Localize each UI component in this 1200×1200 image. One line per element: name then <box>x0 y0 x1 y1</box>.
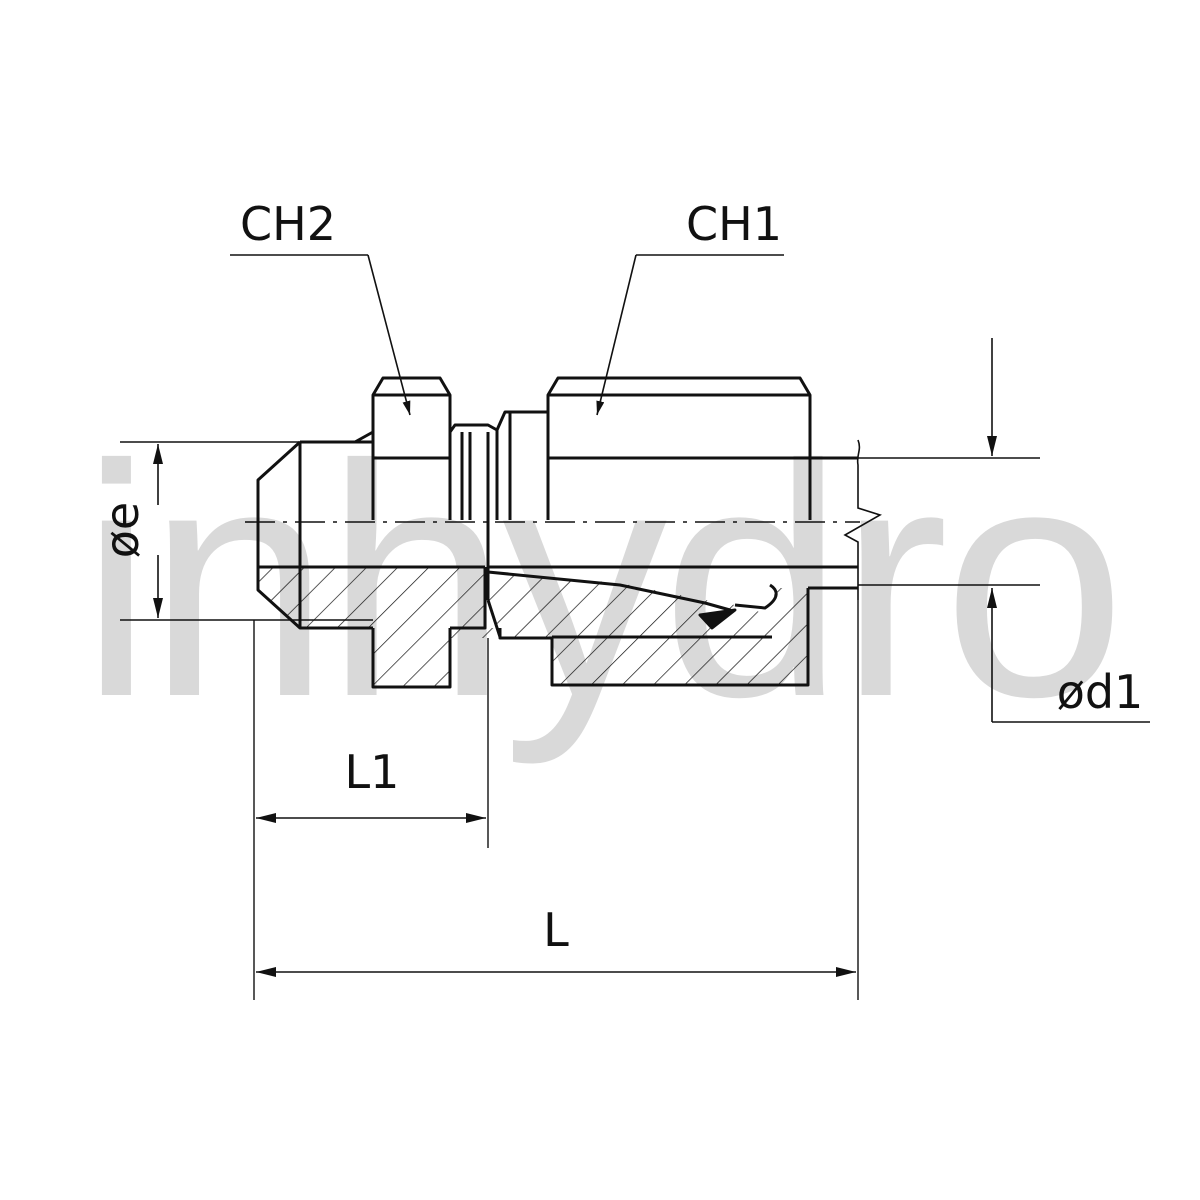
label-phi-e: øe <box>95 502 149 558</box>
label-phi-d1: ød1 <box>1057 665 1144 719</box>
fitting-body <box>256 376 858 689</box>
cone-end-outline <box>256 440 373 630</box>
label-ch1: CH1 <box>686 197 782 251</box>
ch1-nut-upper <box>546 376 812 520</box>
label-l: L <box>543 903 569 957</box>
dim-l: L <box>256 903 856 977</box>
leader-ch1: CH1 <box>596 197 784 416</box>
ch2-hex-lower <box>371 628 452 689</box>
label-ch2: CH2 <box>240 197 336 251</box>
leader-ch2: CH2 <box>230 197 411 416</box>
extension-lines <box>120 441 1040 1000</box>
dim-phi-d1: ød1 <box>987 338 1150 723</box>
dim-l1: L1 <box>256 745 486 823</box>
ch2-hex-upper <box>371 376 452 520</box>
dim-phi-e: øe <box>95 444 163 618</box>
tube-break-symbol <box>843 439 882 600</box>
label-l1: L1 <box>345 745 400 799</box>
ch1-nut-lower <box>550 588 810 687</box>
section-hatched <box>258 567 808 687</box>
